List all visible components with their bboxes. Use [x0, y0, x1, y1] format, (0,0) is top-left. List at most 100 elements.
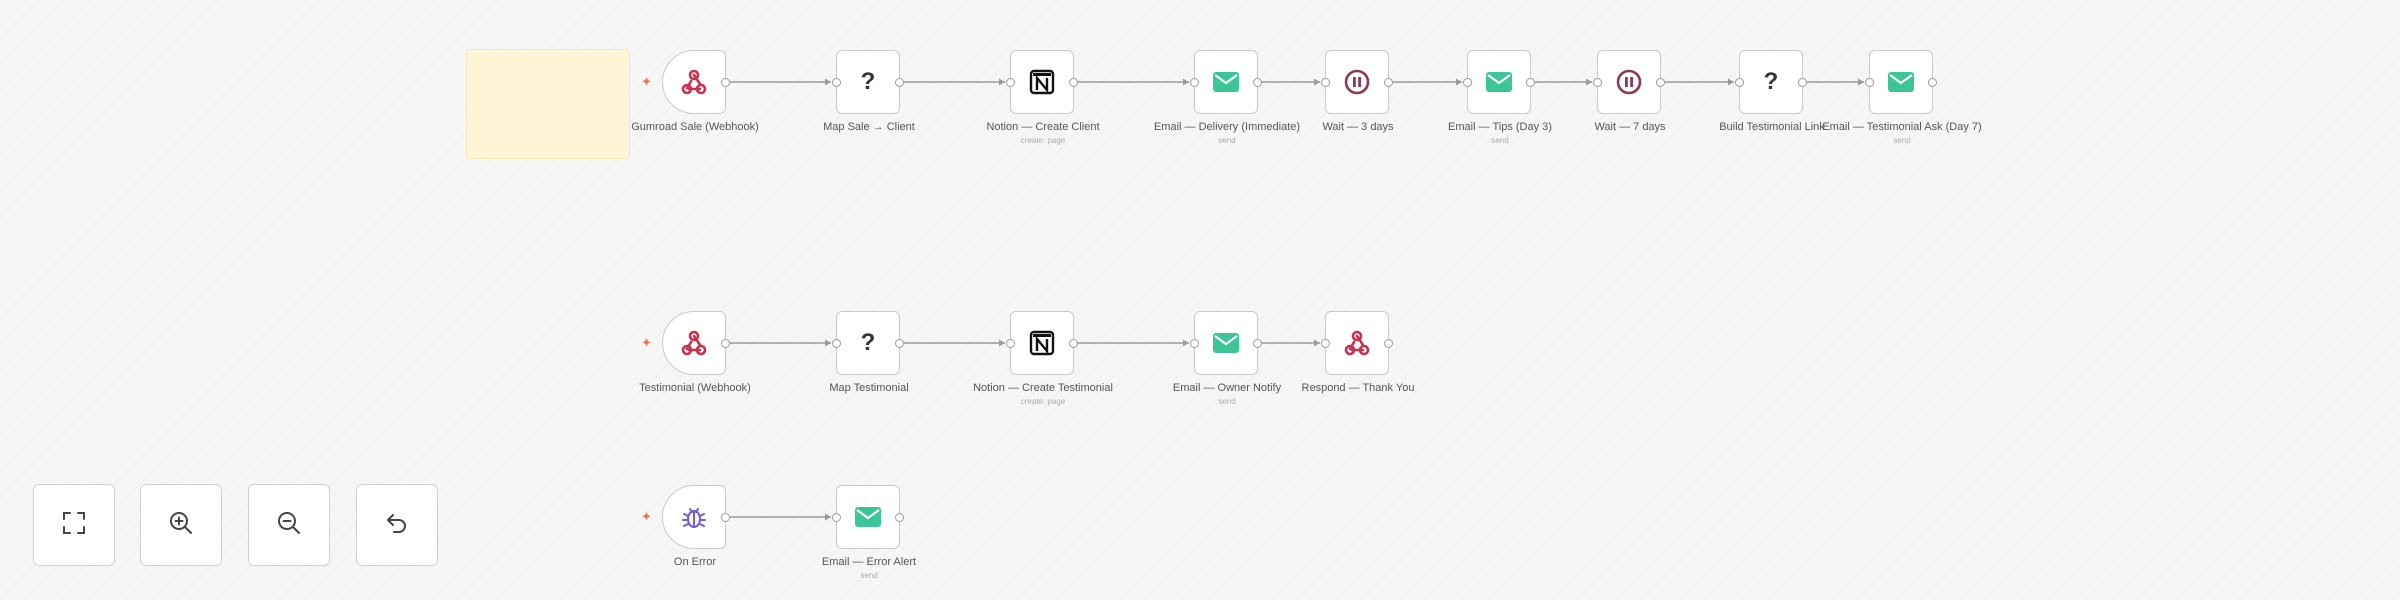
node-subtitle: send: [860, 571, 878, 580]
email-icon: [1195, 312, 1257, 374]
webhook-icon: [663, 312, 725, 374]
output-port[interactable]: [1069, 339, 1078, 348]
email-icon: [1468, 51, 1530, 113]
node-label-text: Testimonial (Webhook): [639, 382, 751, 394]
node-label: Map Sale → Client: [789, 121, 949, 134]
node-map-sale[interactable]: ? Map Sale → Client: [823, 50, 915, 133]
output-port[interactable]: [1798, 78, 1807, 87]
webhook-icon: [1326, 312, 1388, 374]
node-label: Notion — Create Client create: page: [963, 121, 1123, 146]
node-label-text: Map Testimonial: [829, 382, 909, 394]
node-label: Respond — Thank You: [1278, 382, 1438, 395]
output-port[interactable]: [1384, 339, 1393, 348]
output-port[interactable]: [895, 513, 904, 522]
node-label-text: Email — Owner Notify: [1172, 382, 1282, 394]
output-port[interactable]: [1253, 339, 1262, 348]
connection-arrow: [825, 513, 831, 521]
input-port[interactable]: [832, 78, 841, 87]
node-email-tips[interactable]: Email — Tips (Day 3) send: [1448, 50, 1552, 145]
input-port[interactable]: [1593, 78, 1602, 87]
input-port[interactable]: [832, 339, 841, 348]
input-port[interactable]: [1865, 78, 1874, 87]
node-gumroad[interactable]: ✦Gumroad Sale (Webhook): [631, 50, 759, 133]
output-port[interactable]: [721, 339, 730, 348]
output-port[interactable]: [1253, 78, 1262, 87]
node-map-testimonial[interactable]: ? Map Testimonial: [829, 311, 909, 394]
output-port[interactable]: [1069, 78, 1078, 87]
output-port[interactable]: [1928, 78, 1937, 87]
input-port[interactable]: [1321, 339, 1330, 348]
email-icon: [1870, 51, 1932, 113]
connection-arrow: [825, 339, 831, 347]
question-icon: ?: [860, 68, 876, 95]
node-label-text: Notion — Create Client: [986, 121, 1100, 133]
question-icon: ?: [860, 329, 876, 356]
undo-button[interactable]: [356, 484, 438, 566]
node-build-link[interactable]: ?Build Testimonial Link: [1719, 50, 1825, 133]
connection-arrow: [1183, 78, 1189, 86]
email-icon: [1195, 51, 1257, 113]
node-subtitle: send: [1491, 136, 1509, 145]
input-port[interactable]: [832, 513, 841, 522]
zoom-in-icon: [166, 508, 196, 543]
zoom-out-button[interactable]: [248, 484, 330, 566]
node-on-error[interactable]: ✦ On Error: [641, 485, 730, 568]
node-label: Email — Delivery (Immediate)send: [1147, 121, 1307, 146]
node-email-delivery[interactable]: Email — Delivery (Immediate)send: [1154, 50, 1300, 145]
node-email-ask[interactable]: Email — Testimonial Ask (Day 7) send: [1822, 50, 1982, 145]
node-label: Map Testimonial: [789, 382, 949, 395]
node-label-text: Wait — 7 days: [1594, 121, 1666, 133]
fit-view-button[interactable]: [33, 484, 115, 566]
output-port[interactable]: [1526, 78, 1535, 87]
bug-icon: [663, 486, 725, 548]
node-subtitle: send: [1893, 136, 1911, 145]
node-notion-client[interactable]: Notion — Create Client create: page: [986, 50, 1100, 145]
input-port[interactable]: [1321, 78, 1330, 87]
node-respond[interactable]: Respond — Thank You: [1302, 311, 1414, 394]
output-port[interactable]: [721, 78, 730, 87]
input-port[interactable]: [1006, 339, 1015, 348]
connection-arrow: [1858, 78, 1864, 86]
connection-arrow: [999, 78, 1005, 86]
input-port[interactable]: [1190, 339, 1199, 348]
zoom-in-button[interactable]: [140, 484, 222, 566]
input-port[interactable]: [1463, 78, 1472, 87]
node-label-text: Notion — Create Testimonial: [973, 382, 1113, 394]
sticky-note[interactable]: [466, 49, 630, 159]
node-label-text: Email — Testimonial Ask (Day 7): [1822, 121, 1982, 133]
notion-icon: [1011, 312, 1073, 374]
node-label-text: On Error: [673, 556, 717, 568]
output-port[interactable]: [721, 513, 730, 522]
trigger-bolt-icon: ✦: [641, 335, 652, 350]
connection-arrow: [1314, 339, 1320, 347]
node-label: Email — Tips (Day 3) send: [1420, 121, 1580, 146]
node-label: Wait — 7 days: [1550, 121, 1710, 134]
node-subtitle: create: page: [1020, 136, 1066, 145]
node-subtitle: send: [1218, 136, 1236, 145]
output-port[interactable]: [1656, 78, 1665, 87]
question-icon: ?: [1763, 68, 1779, 95]
input-port[interactable]: [1190, 78, 1199, 87]
node-label-text: Wait — 3 days: [1322, 121, 1394, 133]
email-icon: [837, 486, 899, 548]
output-port[interactable]: [1384, 78, 1393, 87]
output-port[interactable]: [895, 78, 904, 87]
input-port[interactable]: [1006, 78, 1015, 87]
node-label: Gumroad Sale (Webhook): [615, 121, 775, 134]
pause-icon: [1326, 51, 1388, 113]
connection-arrow: [1314, 78, 1320, 86]
node-wait-7[interactable]: Wait — 7 days: [1593, 50, 1666, 133]
node-label-text: Email — Tips (Day 3): [1448, 121, 1552, 133]
node-testimonial-hook[interactable]: ✦ Testimonial (Webhook): [639, 311, 751, 394]
input-port[interactable]: [1735, 78, 1744, 87]
node-label-text: Map Sale → Client: [823, 121, 915, 133]
node-wait-3[interactable]: Wait — 3 days: [1321, 50, 1394, 133]
output-port[interactable]: [895, 339, 904, 348]
trigger-bolt-icon: ✦: [641, 509, 652, 524]
